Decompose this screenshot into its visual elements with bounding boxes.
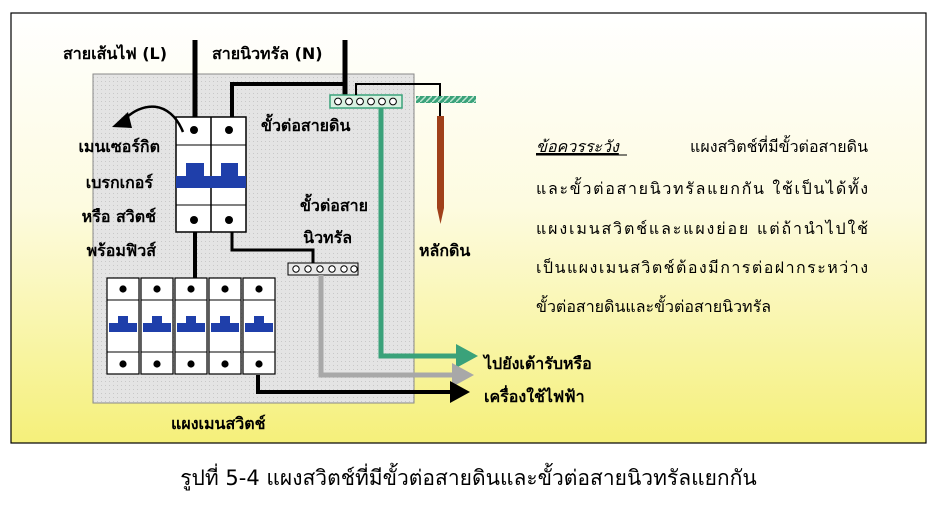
ground-wire-hatched: [416, 96, 476, 103]
main-breaker: [175, 116, 247, 233]
main-breaker-label-3: หรือ สวิตช์: [82, 207, 156, 226]
figure-caption: รูปที่ 5-4 แผงสวิตช์ที่มีขั้วต่อสายดินแล…: [180, 466, 757, 490]
wiring-diagram: สายเส้นไฟ (L) สายนิวทรัล (N) ขั้วต่อสายด…: [10, 12, 927, 444]
neutral-terminal-label-1: ขั้วต่อสาย: [300, 193, 368, 215]
main-breaker-label-1: เมนเซอร์กิต: [78, 137, 160, 156]
neutral-wire-label: สายนิวทรัล (N): [212, 44, 323, 63]
main-breaker-label-4: พร้อมฟิวส์: [87, 241, 157, 260]
neutral-output-wire: [318, 275, 455, 378]
note-line-3: แผงเมนสวิตช์และแผงย่อย แต่ถ้านำไปใช้: [536, 219, 868, 238]
live-output-arrow: [450, 381, 470, 403]
live-output-wire: [256, 375, 452, 394]
neutral-output-arrow: [452, 363, 474, 387]
note-heading: ข้อควรระวัง: [536, 137, 620, 156]
live-wire-label: สายเส้นไฟ (L): [63, 44, 167, 63]
main-panel-label: แผงเมนสวิตช์: [171, 414, 266, 433]
ground-output-arrow: [456, 344, 478, 368]
breaker-to-neutral-wire: [230, 230, 315, 263]
ground-rod-label: หลักดิน: [419, 241, 470, 260]
main-breaker-label-2: เบรกเกอร์: [86, 173, 154, 192]
note-line-4: เป็นแผงเมนสวิตช์ต้องมีการต่อฝากระหว่าง: [536, 257, 868, 277]
branch-breakers: [106, 277, 276, 375]
neutral-terminal-label-2: นิวทรัล: [303, 228, 352, 247]
to-outlet-label-1: ไปยังเต้ารับหรือ: [482, 354, 592, 373]
note-line-5: ขั้วต่อสายดินและขั้วต่อสายนิวทรัล: [536, 295, 771, 316]
note-line-1: แผงสวิตช์ที่มีขั้วต่อสายดิน: [690, 135, 868, 156]
neutral-to-breaker-wire: [230, 82, 345, 125]
to-outlet-label-2: เครื่องใช้ไฟฟ้า: [484, 385, 585, 406]
ground-rod: [437, 116, 444, 208]
ground-output-wire: [378, 108, 458, 359]
note-line-2: และขั้วต่อสายนิวทรัลแยกกัน ใช้เป็นได้ทั้…: [536, 177, 868, 198]
ground-terminal-label: ขั้วต่อสายดิน: [261, 113, 350, 135]
